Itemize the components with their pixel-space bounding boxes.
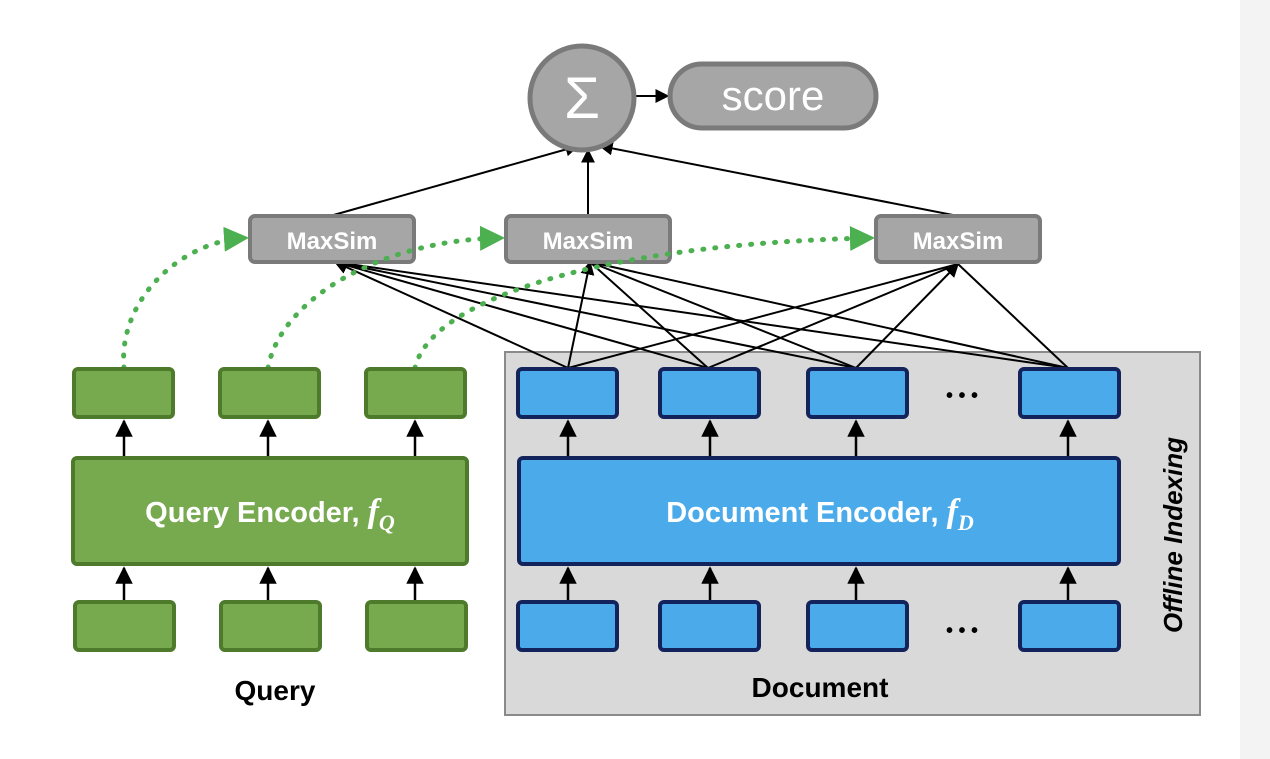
score-node — [667, 61, 879, 131]
sum-node — [527, 43, 637, 153]
maxsim-node-1 — [248, 214, 416, 264]
offline-indexing-label: Offline Indexing — [1158, 437, 1188, 633]
query-encoder — [71, 456, 469, 566]
sum-icon: Σ — [564, 66, 600, 131]
maxsim-to-sum-lines — [329, 89, 959, 217]
document-label: Document — [752, 672, 889, 703]
doc-output-ellipsis: • • • — [946, 385, 978, 407]
document-encoder-label: Document Encoder, fD — [666, 493, 974, 535]
query-input-token-1 — [73, 600, 176, 652]
doc-output-token-3 — [806, 367, 909, 419]
maxsim-label-1: MaxSim — [287, 228, 378, 255]
doc-input-token-1 — [516, 600, 619, 652]
query-encoder-label: Query Encoder, fQ — [145, 493, 395, 535]
doc-input-token-2 — [658, 600, 761, 652]
query-input-token-2 — [219, 600, 322, 652]
doc-output-token-4 — [1018, 367, 1121, 419]
maxsim-label-3: MaxSim — [913, 228, 1004, 255]
maxsim-node-3 — [874, 214, 1042, 264]
document-encoder — [517, 456, 1121, 566]
maxsim-node-2 — [504, 214, 672, 264]
doc-input-token-4 — [1018, 600, 1121, 652]
doc-output-token-2 — [658, 367, 761, 419]
doc-input-token-3 — [806, 600, 909, 652]
document-arrows — [559, 419, 1077, 602]
doc-input-ellipsis: • • • — [946, 620, 978, 642]
maxsim-label-2: MaxSim — [543, 228, 634, 255]
doc-output-token-1 — [516, 367, 619, 419]
query-output-token-3 — [364, 367, 467, 419]
page-edge-strip — [1240, 0, 1270, 759]
query-output-token-2 — [218, 367, 321, 419]
similarity-lines — [333, 260, 1069, 369]
query-arrows — [115, 419, 424, 602]
query-input-token-3 — [365, 600, 468, 652]
query-output-token-1 — [72, 367, 175, 419]
query-maxsim-dotted-arrows — [121, 225, 875, 371]
score-label: score — [722, 72, 825, 119]
query-label: Query — [235, 675, 316, 706]
